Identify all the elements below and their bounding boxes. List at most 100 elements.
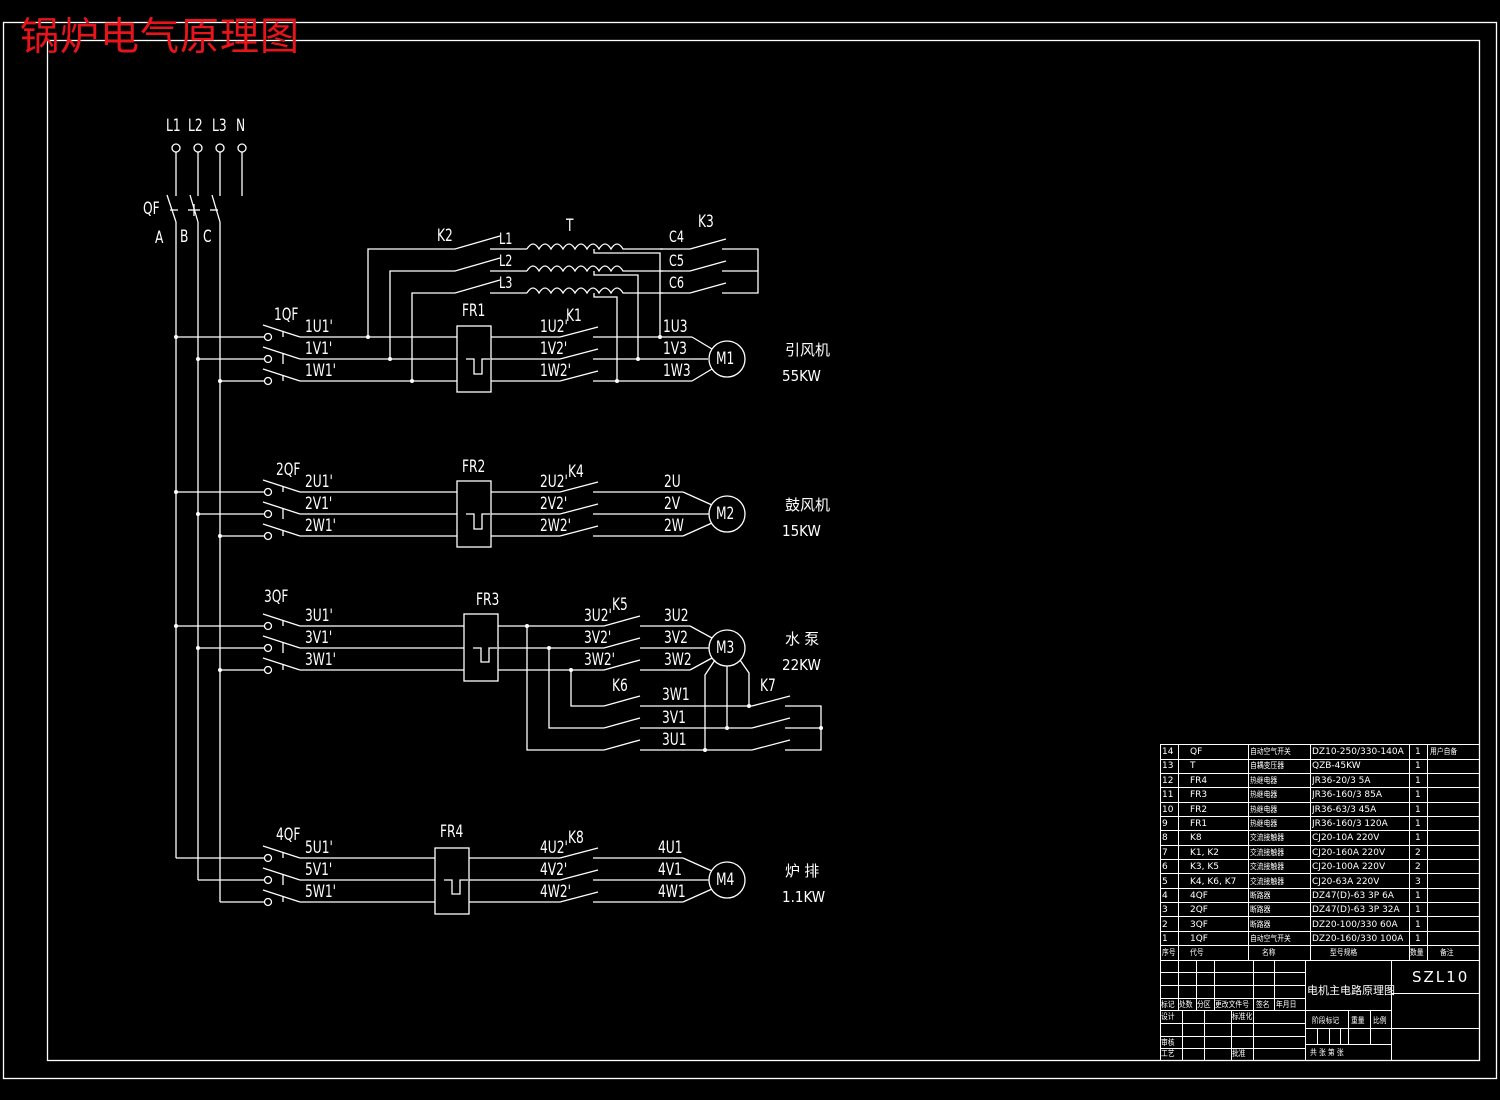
parts-cell-qty: 1 [1415,833,1421,844]
rev-header-mark: 标记 [1161,1000,1175,1009]
contactor-k4-label: K4 [568,462,584,482]
c3-breaker-term-w: 3W1' [305,650,337,670]
parts-header-qty: 数量 [1410,948,1424,957]
motor-m2-power: 15KW [782,522,821,540]
parts-header-no: 序号 [1162,948,1176,957]
parts-cell-code: 2QF [1190,905,1208,916]
parts-cell-code: 4QF [1190,891,1208,901]
title-block-grid [1160,960,1480,1061]
c4-motor-term-u: 4U1 [658,838,683,858]
motor-m4-name: 炉 排 [785,862,820,880]
c1-motor-term-v: 1V3 [663,339,687,359]
motor-m2-symbol [708,495,746,533]
parts-cell-no: 11 [1162,790,1174,801]
c2-breaker-term-u: 2U1' [305,472,333,492]
parts-cell-code: QF [1190,747,1203,757]
parts-cell-code: K3, K5 [1190,862,1219,873]
tap-l3-label: L3 [499,273,513,292]
role-review: 审核 [1161,1038,1175,1047]
c2-contactor-term-u: 2U2' [540,472,568,492]
motor-m3-power: 22KW [782,656,821,674]
c4-breaker-term-w: 5W1' [305,882,337,902]
motor-m1-label: M1 [716,349,735,369]
parts-cell-name: 断路器 [1250,905,1271,915]
contactor-k6-label: K6 [612,676,628,696]
role-design: 设计 [1161,1012,1175,1021]
parts-cell-qty: 1 [1415,775,1421,786]
c1-breaker-term-u: 1U1' [305,317,333,337]
c3-star-term-u1: 3U1 [662,730,687,750]
c3-contactor-term-u: 3U2' [584,606,612,626]
parts-header-note: 备注 [1440,948,1454,957]
parts-cell-code: FR2 [1190,804,1208,815]
relay-fr2-label: FR2 [462,457,486,477]
rev-header-zone: 分区 [1197,1000,1211,1009]
motor-m1-name: 引风机 [785,341,831,359]
contactor-k8-label: K8 [568,828,584,848]
parts-cell-no: 3 [1162,905,1168,916]
parts-cell-qty: 1 [1415,747,1421,757]
parts-cell-no: 4 [1162,891,1168,901]
parts-cell-model: DZ20-160/330 100A [1312,934,1404,945]
c4-contactor-term-u: 4U2' [540,838,568,858]
parts-cell-qty: 2 [1415,862,1421,873]
motor-m3-label: M3 [716,638,735,658]
motor-m2-label: M2 [716,504,735,524]
parts-cell-model: QZB-45KW [1312,761,1361,772]
parts-cell-code: FR4 [1190,775,1208,786]
rev-header-count: 处数 [1179,1000,1193,1009]
parts-cell-model: JR36-20/3 5A [1312,775,1371,786]
transformer-t-label: T [566,216,574,236]
c3-star-term-v1: 3V1 [662,708,686,728]
circuit-1-lines [176,324,746,393]
c2-motor-term-v: 2V [664,494,681,514]
parts-cell-no: 6 [1162,862,1168,873]
c3-contactor-term-v: 3V2' [584,628,612,648]
c1-contactor-term-v: 1V2' [540,339,568,359]
bus-label-c: C [203,227,212,247]
parts-cell-model: CJ20-100A 220V [1312,862,1386,873]
parts-cell-no: 2 [1162,919,1168,930]
c4-motor-term-w: 4W1 [658,882,686,902]
tap-l2-label: L2 [499,251,513,270]
motor-m1-power: 55KW [782,367,821,385]
parts-cell-code: K8 [1190,833,1202,844]
role-approve: 批准 [1232,1049,1246,1058]
phase-label-l1: L1 [166,116,181,136]
parts-cell-no: 5 [1162,876,1168,887]
autotransformer-section [367,235,759,381]
c4-contactor-term-v: 4V2' [540,860,568,880]
c3-star-term-w1: 3W1 [662,685,690,705]
motor-m1-symbol [708,340,746,378]
phase-label-l2: L2 [188,116,203,136]
parts-cell-qty: 1 [1415,934,1421,945]
parts-cell-name: 热继电器 [1250,790,1278,800]
parts-cell-name: 交流接触器 [1250,876,1284,886]
parts-cell-model: JR36-160/3 85A [1312,790,1383,801]
parts-cell-name: 热继电器 [1250,804,1278,814]
c3-breaker-term-u: 3U1' [305,606,333,626]
c2-contactor-term-w: 2W2' [540,516,572,536]
contactor-k1-label: K1 [566,306,582,326]
parts-cell-no: 7 [1162,847,1168,858]
parts-cell-code: FR1 [1190,819,1208,829]
sheet-count: 共 张 第 张 [1310,1048,1344,1057]
parts-cell-name: 自动空气开关 [1250,747,1291,756]
circuit-4-lines [176,845,746,915]
c3-motor-term-u: 3U2 [664,606,689,626]
parts-cell-qty: 2 [1415,847,1421,858]
parts-cell-code: 1QF [1190,934,1208,945]
tap-c4-label: C4 [669,227,684,246]
parts-cell-qty: 1 [1415,804,1421,815]
junction-dots [174,335,823,752]
tap-c6-label: C6 [669,273,684,292]
c2-motor-term-w: 2W [664,516,684,536]
motor-m3-name: 水 泵 [785,630,820,648]
motor-m2-name: 鼓风机 [785,496,831,514]
parts-cell-no: 9 [1162,819,1168,829]
parts-cell-note: 用户自备 [1430,747,1458,756]
parts-header-name: 名称 [1262,948,1276,957]
circuit-2-lines [176,479,746,548]
breaker-3qf-label: 3QF [264,587,289,607]
